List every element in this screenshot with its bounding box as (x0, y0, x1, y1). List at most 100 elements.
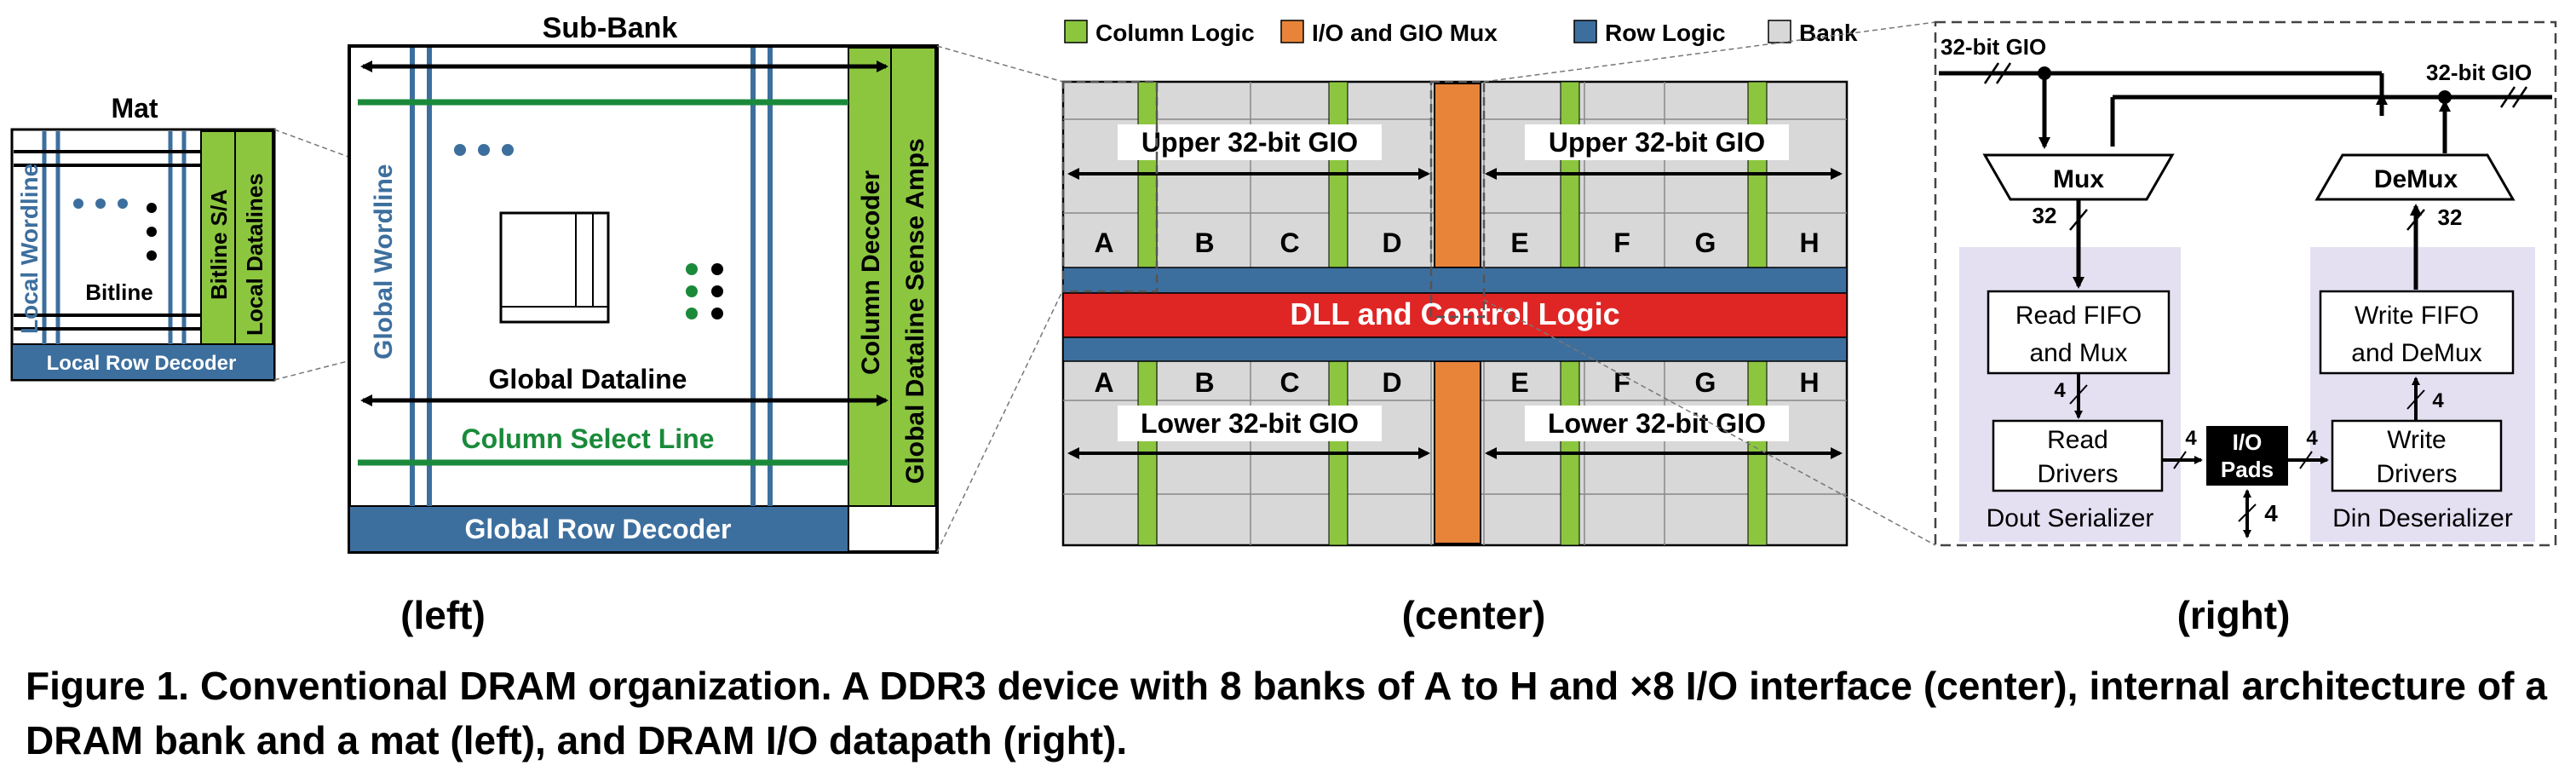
legend-swatch-io-mux (1280, 20, 1304, 43)
io-pads-line1: I/O (2233, 429, 2263, 455)
read-fifo-line2: and Mux (2029, 339, 2127, 367)
zoom-line (936, 45, 1064, 83)
bank-label-lower: D (1382, 367, 1401, 398)
read-drivers-line2: Drivers (2038, 460, 2119, 488)
bank-label-upper: F (1613, 227, 1630, 258)
local-wordline-label: Local Wordline (16, 164, 43, 334)
label-center: (center) (1402, 593, 1546, 637)
pads-external-bus-width: 4 (2264, 500, 2278, 526)
subbank-dot (478, 144, 490, 156)
gio-junction (2438, 90, 2452, 104)
lower-gio-left-label: Lower 32-bit GIO (1141, 408, 1359, 439)
io-pads-line2: Pads (2221, 457, 2274, 482)
subbank-title: Sub-Bank (543, 12, 678, 44)
read-fifo-bus-slash (2069, 384, 2088, 405)
local-row-decoder-box (11, 343, 275, 381)
mat-title: Mat (111, 93, 158, 124)
global-dataline-label: Global Dataline (489, 364, 687, 394)
legend-label-bank: Bank (1799, 20, 1858, 46)
gio-left-label: 32-bit GIO (1941, 34, 2046, 60)
gio-right-label: 32-bit GIO (2426, 60, 2532, 85)
read-fifo-box (1987, 290, 2171, 375)
demux-bus-width: 32 (2438, 204, 2463, 230)
bank-label-upper: C (1279, 227, 1299, 258)
gio-right-slash (2499, 86, 2516, 108)
upper-gio-left-box (1118, 124, 1382, 160)
row-logic-lower (1062, 337, 1848, 362)
read-pads-bus-width: 4 (2185, 427, 2197, 450)
zoom-line (273, 321, 502, 381)
legend-label-column-logic: Column Logic (1095, 20, 1255, 46)
column-decoder-strip (848, 47, 892, 507)
mat-dot (147, 250, 157, 261)
bank-a-highlight (1061, 80, 1159, 293)
subbank-outline (348, 44, 939, 554)
bank-label-upper: H (1799, 227, 1819, 258)
bank-label-lower: E (1510, 367, 1528, 398)
write-drivers-bus-slash (2406, 389, 2425, 410)
read-fifo-bus-width: 4 (2054, 379, 2066, 402)
gio-left-slash (1995, 62, 2012, 84)
mat-dot (147, 203, 157, 213)
bank-label-lower: G (1695, 367, 1716, 398)
gio-right-slash (2511, 86, 2528, 108)
legend-label-row-logic: Row Logic (1605, 20, 1726, 46)
subbank-dot (711, 263, 723, 275)
pads-external-slash (2238, 503, 2257, 522)
global-dataline-sense-amps-strip (890, 47, 936, 507)
global-row-decoder-label: Global Row Decoder (465, 514, 732, 544)
mat-dot (73, 199, 83, 209)
legend-swatch-column-logic (1064, 20, 1088, 43)
label-left: (left) (400, 593, 486, 637)
subbank-dot (711, 308, 723, 319)
gio-left-slash (1983, 62, 2000, 84)
center-diagram: Column Logic I/O and GIO Mux Row Logic B… (1061, 20, 1858, 547)
write-fifo-box (2319, 290, 2515, 375)
subbank-dot (686, 263, 698, 275)
read-fifo-line1: Read FIFO (2015, 302, 2142, 330)
column-select-line-label: Column Select Line (462, 423, 715, 454)
demux-bus-slash (2406, 209, 2425, 231)
demux-label: DeMux (2374, 165, 2458, 193)
subbank-dot (686, 285, 698, 297)
subbank-dot (686, 308, 698, 319)
io-pads-box (2206, 426, 2288, 486)
lower-gio-left-box (1118, 406, 1382, 441)
zoom-line (1483, 299, 1936, 546)
zoom-line (1483, 21, 1936, 83)
global-row-decoder-box (348, 505, 849, 553)
global-wordline-label: Global Wordline (370, 164, 398, 360)
read-drivers-box (1992, 419, 2164, 492)
dout-serializer-label: Dout Serializer (1987, 504, 2154, 532)
local-row-decoder-label: Local Row Decoder (47, 352, 237, 375)
column-decoder-label: Column Decoder (857, 170, 885, 375)
write-fifo-line2: and DeMux (2351, 339, 2481, 367)
bank-label-lower: C (1279, 367, 1299, 398)
global-dataline-sense-amps-label: Global Dataline Sense Amps (901, 138, 929, 484)
io-gio-mux-upper (1434, 83, 1481, 268)
bank-label-upper: A (1094, 227, 1113, 258)
write-drivers-bus-width: 4 (2432, 389, 2444, 412)
bank-label-lower: B (1194, 367, 1214, 398)
write-drivers-line1: Write (2387, 426, 2446, 454)
bank-label-lower: H (1799, 367, 1819, 398)
upper-gio-left-label: Upper 32-bit GIO (1141, 127, 1358, 158)
label-right: (right) (2177, 593, 2291, 637)
read-pads-slash (2173, 451, 2187, 469)
legend-swatch-bank (1768, 20, 1791, 43)
write-pads-slash (2299, 451, 2313, 469)
dll-control-logic-box (1062, 292, 1848, 338)
mux-bus-width: 32 (2033, 203, 2057, 228)
io-mux-highlight (1429, 80, 1486, 319)
bank-label-lower: F (1613, 367, 1630, 398)
lower-gio-right-box (1525, 406, 1789, 441)
row-logic-upper (1062, 267, 1848, 294)
din-deserializer-label: Din Deserializer (2332, 504, 2513, 532)
io-datapath-diagram: 32-bit GIO 32-bit GIO Mux DeMux 32 32 Re… (1934, 20, 2557, 547)
demux-trapezoid (2314, 153, 2516, 201)
write-drivers-box (2331, 419, 2503, 492)
mat-dot (147, 227, 157, 237)
write-fifo-line1: Write FIFO (2355, 302, 2479, 330)
bank-label-upper: D (1382, 227, 1401, 258)
